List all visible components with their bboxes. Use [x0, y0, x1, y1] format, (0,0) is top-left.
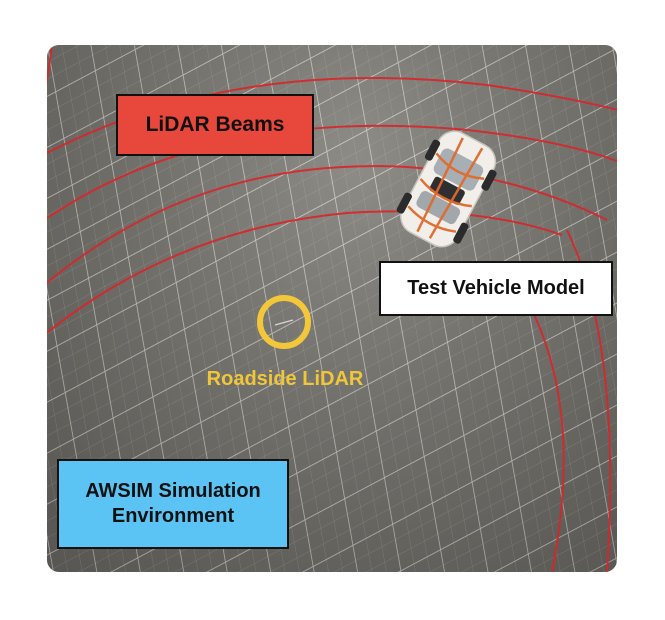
lidar-sensor-icon: [257, 295, 311, 349]
lidar-beams-label: LiDAR Beams: [116, 94, 314, 156]
beam-arc: [47, 124, 617, 220]
awsim-environment-label: AWSIM Simulation Environment: [57, 459, 289, 549]
test-vehicle-label: Test Vehicle Model: [379, 261, 613, 316]
roadside-lidar-label: Roadside LiDAR: [206, 368, 364, 390]
car-icon: [396, 130, 497, 248]
simulation-viewport: LiDAR Beams Test Vehicle Model Roadside …: [47, 45, 617, 572]
beam-arc: [47, 45, 53, 86]
beam-arc: [47, 165, 608, 285]
beam-arc: [47, 210, 563, 334]
